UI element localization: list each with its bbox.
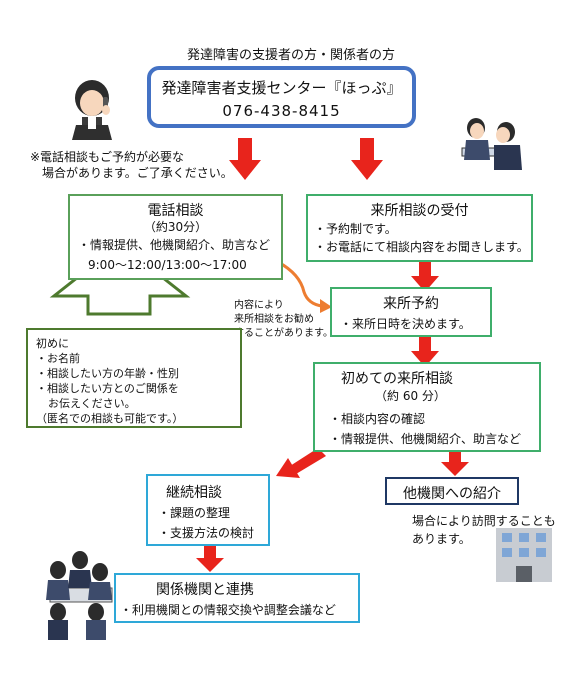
phone-consult-service: ・情報提供、他機関紹介、助言など xyxy=(78,238,271,252)
phone-consult-duration: （約30分） xyxy=(143,220,208,234)
first-visit-box: 初めての来所相談 （約 60 分） ・相談内容の確認 ・情報提供、他機関紹介、助… xyxy=(313,362,541,452)
building-icon xyxy=(496,528,552,582)
arrow-header-to-phone xyxy=(229,138,261,180)
side-note-line2: 来所相談をお勧め xyxy=(234,314,314,325)
arrow-phone-to-reserve xyxy=(277,260,332,313)
collab-box: 関係機関と連携 ・利用機関との情報交換や調整会議など xyxy=(114,573,360,623)
intro-line2: ・お名前 xyxy=(36,352,80,365)
center-name: 発達障害者支援センター『ほっぷ』 xyxy=(161,79,402,97)
continued-item1: ・課題の整理 xyxy=(158,506,231,520)
referral-box: 他機関への紹介 xyxy=(385,477,519,505)
intake-title: 来所相談の受付 xyxy=(370,203,469,219)
visit-reserve-box: 来所予約 ・来所日時を決めます。 xyxy=(330,287,492,337)
referral-title: 他機関への紹介 xyxy=(403,486,501,502)
arrow-reserve-to-first xyxy=(411,337,439,367)
continued-item2: ・支援方法の検討 xyxy=(158,526,255,540)
intake-item2: ・お電話にて相談内容をお聞きします。 xyxy=(314,240,529,254)
first-visit-title: 初めての来所相談 xyxy=(341,371,453,387)
phone-consult-title: 電話相談 xyxy=(147,203,204,219)
arrow-first-to-continued xyxy=(276,448,326,478)
phone-consult-box: 電話相談 （約30分） ・情報提供、他機関紹介、助言など 9:00～12:00/… xyxy=(68,194,283,280)
arrow-first-to-referral xyxy=(441,452,469,476)
first-visit-duration: （約 60 分） xyxy=(375,389,446,403)
collab-title: 関係機関と連携 xyxy=(156,582,254,598)
arrow-continued-to-collab xyxy=(196,546,224,572)
person-phone-icon xyxy=(72,80,112,140)
continued-title: 継続相談 xyxy=(166,485,222,501)
group-meeting-icon xyxy=(46,551,113,640)
first-visit-item1: ・相談内容の確認 xyxy=(329,412,426,426)
phone-number: 076-438-8415 xyxy=(222,102,341,120)
phone-note-line2: 場合があります。ご了承ください。 xyxy=(42,166,233,180)
collab-item1: ・利用機関との情報交換や調整会議など xyxy=(120,603,336,617)
side-note-line3: することがあります。 xyxy=(234,328,333,339)
audience-label: 発達障害の支援者の方・関係者の方 xyxy=(187,48,396,63)
arrow-header-to-intake xyxy=(351,138,383,180)
visit-reserve-item1: ・来所日時を決めます。 xyxy=(340,317,471,331)
side-note-line1: 内容により xyxy=(234,300,284,311)
first-visit-item2: ・情報提供、他機関紹介、助言など xyxy=(329,432,522,446)
intro-line1: 初めに xyxy=(36,337,69,350)
meeting-people-icon xyxy=(461,118,522,170)
visit-reserve-title: 来所予約 xyxy=(383,296,439,312)
center-box: 発達障害者支援センター『ほっぷ』 076-438-8415 xyxy=(147,66,416,128)
intro-line5: お伝えください。 xyxy=(48,397,136,410)
referral-note1: 場合により訪問することも xyxy=(412,514,556,528)
phone-note-line1: ※電話相談もご予約が必要な xyxy=(30,150,185,164)
intake-item1: ・予約制です。 xyxy=(314,222,397,236)
intro-line6: （匿名での相談も可能です。） xyxy=(36,412,184,425)
intro-box: 初めに ・お名前 ・相談したい方の年齢・性別 ・相談したい方とのご関係を お伝え… xyxy=(26,328,242,428)
intro-line3: ・相談したい方の年齢・性別 xyxy=(36,367,179,380)
phone-consult-hours: 9:00～12:00/13:00～17:00 xyxy=(88,258,247,272)
arrow-intake-to-reserve xyxy=(411,262,439,292)
continued-box: 継続相談 ・課題の整理 ・支援方法の検討 xyxy=(146,474,270,546)
intake-box: 来所相談の受付 ・予約制です。 ・お電話にて相談内容をお聞きします。 xyxy=(306,194,533,262)
referral-note2: あります。 xyxy=(412,532,471,546)
intro-line4: ・相談したい方とのご関係を xyxy=(36,382,179,395)
